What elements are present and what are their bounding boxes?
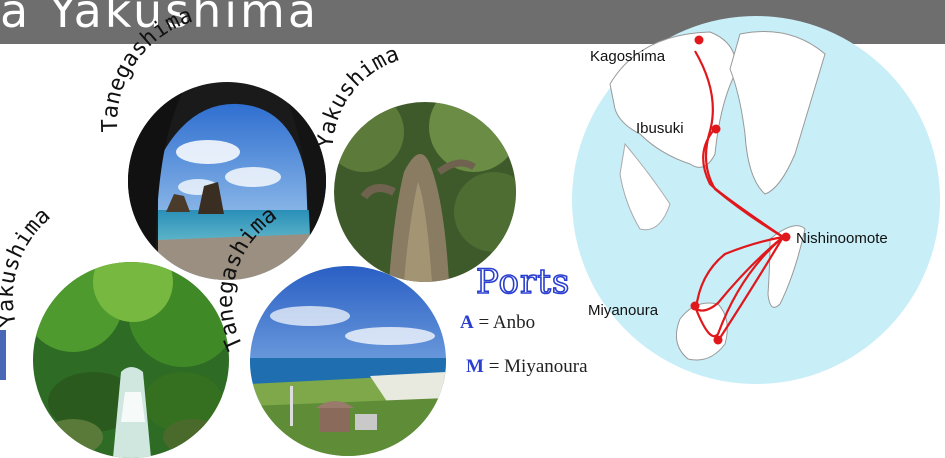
photo-caption: Yakushima <box>0 203 55 328</box>
photo-yakushima-cedar <box>334 102 516 282</box>
sea-cave-image <box>128 82 326 280</box>
caption-yakushima-top: Yakushima <box>314 42 403 149</box>
ferry-route <box>694 236 784 338</box>
port-marker <box>781 232 791 242</box>
photo-tanegashima-cave <box>128 82 326 280</box>
caption-tanegashima-top: Tanegashima <box>98 3 196 133</box>
port-code: A <box>460 312 474 333</box>
port-name: Miyanoura <box>504 356 588 377</box>
caption-tanegashima-bottom: Tanegashima <box>213 202 281 354</box>
map-label-kagoshima: Kagoshima <box>590 48 666 65</box>
caption-yakushima-bottom: Yakushima <box>0 203 55 328</box>
map-label-nishinoomote: Nishinoomote <box>796 230 888 247</box>
map-label-miyanoura: Miyanoura <box>588 302 659 319</box>
ferry-route <box>702 130 784 238</box>
space-center-image <box>250 266 446 456</box>
map-label-ibusuki: Ibusuki <box>636 120 684 137</box>
port-marker <box>690 301 700 311</box>
photo-tanegashima-coast <box>250 266 446 456</box>
port-name: Anbo <box>492 312 536 333</box>
port-legend-item: M = Miyanoura <box>466 356 588 377</box>
map-graphic <box>572 16 940 384</box>
cedar-tree-image <box>334 102 516 282</box>
ferry-route <box>694 50 785 312</box>
port-code: M <box>466 356 484 377</box>
port-marker <box>694 35 704 45</box>
route-map: Kagoshima Ibusuki Nishinoomote Miyanoura <box>570 14 942 386</box>
port-marker <box>711 124 721 134</box>
port-marker <box>713 335 723 345</box>
ports-legend-title: Ports <box>475 261 571 303</box>
port-legend-item: A = Anbo <box>460 312 536 333</box>
ferry-route <box>717 236 784 342</box>
decorative-edge-bar <box>0 330 6 380</box>
page-title: a Yakushima <box>0 0 320 38</box>
svg-text:Yakushima: Yakushima <box>0 203 55 328</box>
